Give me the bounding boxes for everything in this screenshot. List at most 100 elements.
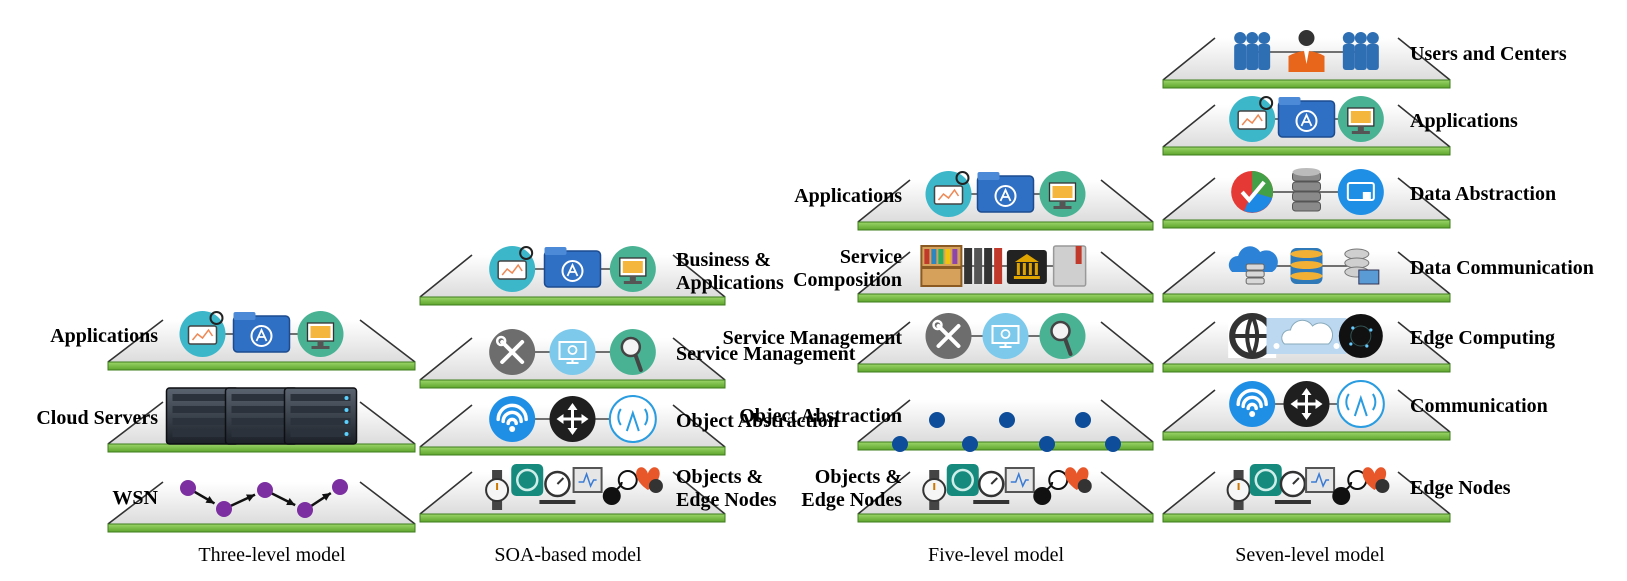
heart-icon [1064, 467, 1092, 493]
wifi-icon [1229, 381, 1276, 427]
layer: Object Abstraction [739, 399, 1154, 452]
blood-pressure-icon [602, 470, 638, 505]
monitor-settings-icon [549, 329, 596, 375]
layer-label: Edge Nodes [1410, 477, 1511, 499]
layer-label: Communication [1410, 395, 1548, 417]
layer: Applications [1162, 96, 1518, 156]
books-icon [964, 248, 1003, 284]
layer: Objects &Edge Nodes [419, 464, 777, 523]
layer-label: Applications [794, 185, 902, 207]
camera-icon [946, 464, 979, 496]
app-folder-icon [543, 247, 602, 288]
layer-label: Data Communication [1410, 257, 1594, 279]
layer-label: Users and Centers [1410, 43, 1567, 65]
monitor-icon [1004, 467, 1035, 493]
layer-platform [857, 251, 1154, 303]
desktop-icon [1039, 171, 1086, 217]
caption-soa-based: SOA-based model [494, 544, 642, 566]
layer-label: Service Management [676, 343, 856, 365]
server-disks-icon [1344, 248, 1380, 285]
caption-seven-level: Seven-level model [1235, 544, 1385, 566]
gauge-icon [973, 470, 1010, 504]
layer: Edge Nodes [1162, 464, 1511, 523]
book-icon [1052, 245, 1087, 287]
node-network-icon [892, 412, 1121, 452]
desktop-icon [609, 246, 656, 292]
network-node-icon [1338, 314, 1383, 358]
cloud-monitor-icon [489, 246, 536, 292]
desktop-icon [297, 311, 344, 357]
layer-label: Service Management [723, 327, 903, 349]
layer-label: WSN [112, 487, 158, 509]
camera-icon [511, 464, 544, 496]
heart-icon [1362, 467, 1390, 493]
monitor-icon [1305, 467, 1336, 493]
users-group-icon [1342, 32, 1379, 70]
antenna-icon [608, 395, 657, 443]
layer-label: Business &Applications [676, 249, 784, 294]
tools-icon [925, 313, 972, 359]
bookshelf-icon [920, 245, 963, 287]
magnifier-icon [1039, 313, 1086, 359]
watch-icon [1226, 470, 1251, 510]
bank-icon [1006, 250, 1047, 284]
gauge-icon [539, 470, 576, 504]
cloud-monitor-icon [925, 171, 972, 217]
pie-chart-icon [1231, 171, 1274, 213]
layer: Service Management [419, 329, 856, 389]
desktop-icon [1337, 96, 1384, 142]
cloud-monitor-icon [1229, 96, 1276, 142]
layer-label: Edge Computing [1410, 327, 1555, 349]
caption-three-level: Three-level model [198, 544, 346, 566]
layer: Applications [794, 171, 1154, 231]
app-folder-icon [232, 312, 291, 353]
database-icon [1292, 168, 1321, 212]
camera-icon [1249, 464, 1282, 496]
gauge-icon [1274, 470, 1311, 504]
move-arrows-icon [549, 396, 596, 442]
caption-five-level: Five-level model [928, 544, 1065, 566]
antenna-icon [1336, 380, 1385, 428]
layer-label: Data Abstraction [1410, 183, 1556, 205]
layer-label: Object Abstraction [676, 410, 839, 432]
database-stack-icon [1290, 248, 1323, 284]
watch-icon [485, 470, 510, 510]
cloud-database-icon [1228, 246, 1278, 285]
app-folder-icon [976, 172, 1035, 213]
layer-label: Objects &Edge Nodes [676, 466, 777, 511]
secure-card-icon [1337, 169, 1384, 215]
layer: Service Management [723, 313, 1154, 373]
layer: Cloud Servers [36, 387, 416, 453]
layer: Data Abstraction [1162, 168, 1556, 229]
magnifier-icon [609, 329, 656, 375]
layer: Data Communication [1162, 246, 1594, 303]
monitor-settings-icon [982, 313, 1029, 359]
cloud-network-icon [1266, 318, 1347, 354]
layer: Edge Computing [1162, 313, 1555, 373]
wifi-icon [489, 396, 536, 442]
server-icon [224, 387, 299, 445]
layer: Applications [50, 311, 416, 371]
layer-label: Object Abstraction [739, 405, 902, 427]
monitor-icon [572, 467, 603, 493]
layer: Business &Applications [419, 246, 784, 306]
layer-label: Applications [1410, 110, 1518, 132]
server-icon [283, 387, 358, 445]
layer: Users and Centers [1162, 30, 1567, 89]
cloud-monitor-icon [179, 311, 226, 357]
sensor-network-icon [180, 479, 348, 518]
watch-icon [922, 470, 947, 510]
layer: WSN [107, 479, 416, 533]
layer: Object Abstraction [419, 395, 839, 456]
layer: Communication [1162, 380, 1548, 441]
users-group-icon [1234, 32, 1271, 70]
user-icon [1288, 30, 1325, 72]
heart-icon [636, 467, 663, 493]
